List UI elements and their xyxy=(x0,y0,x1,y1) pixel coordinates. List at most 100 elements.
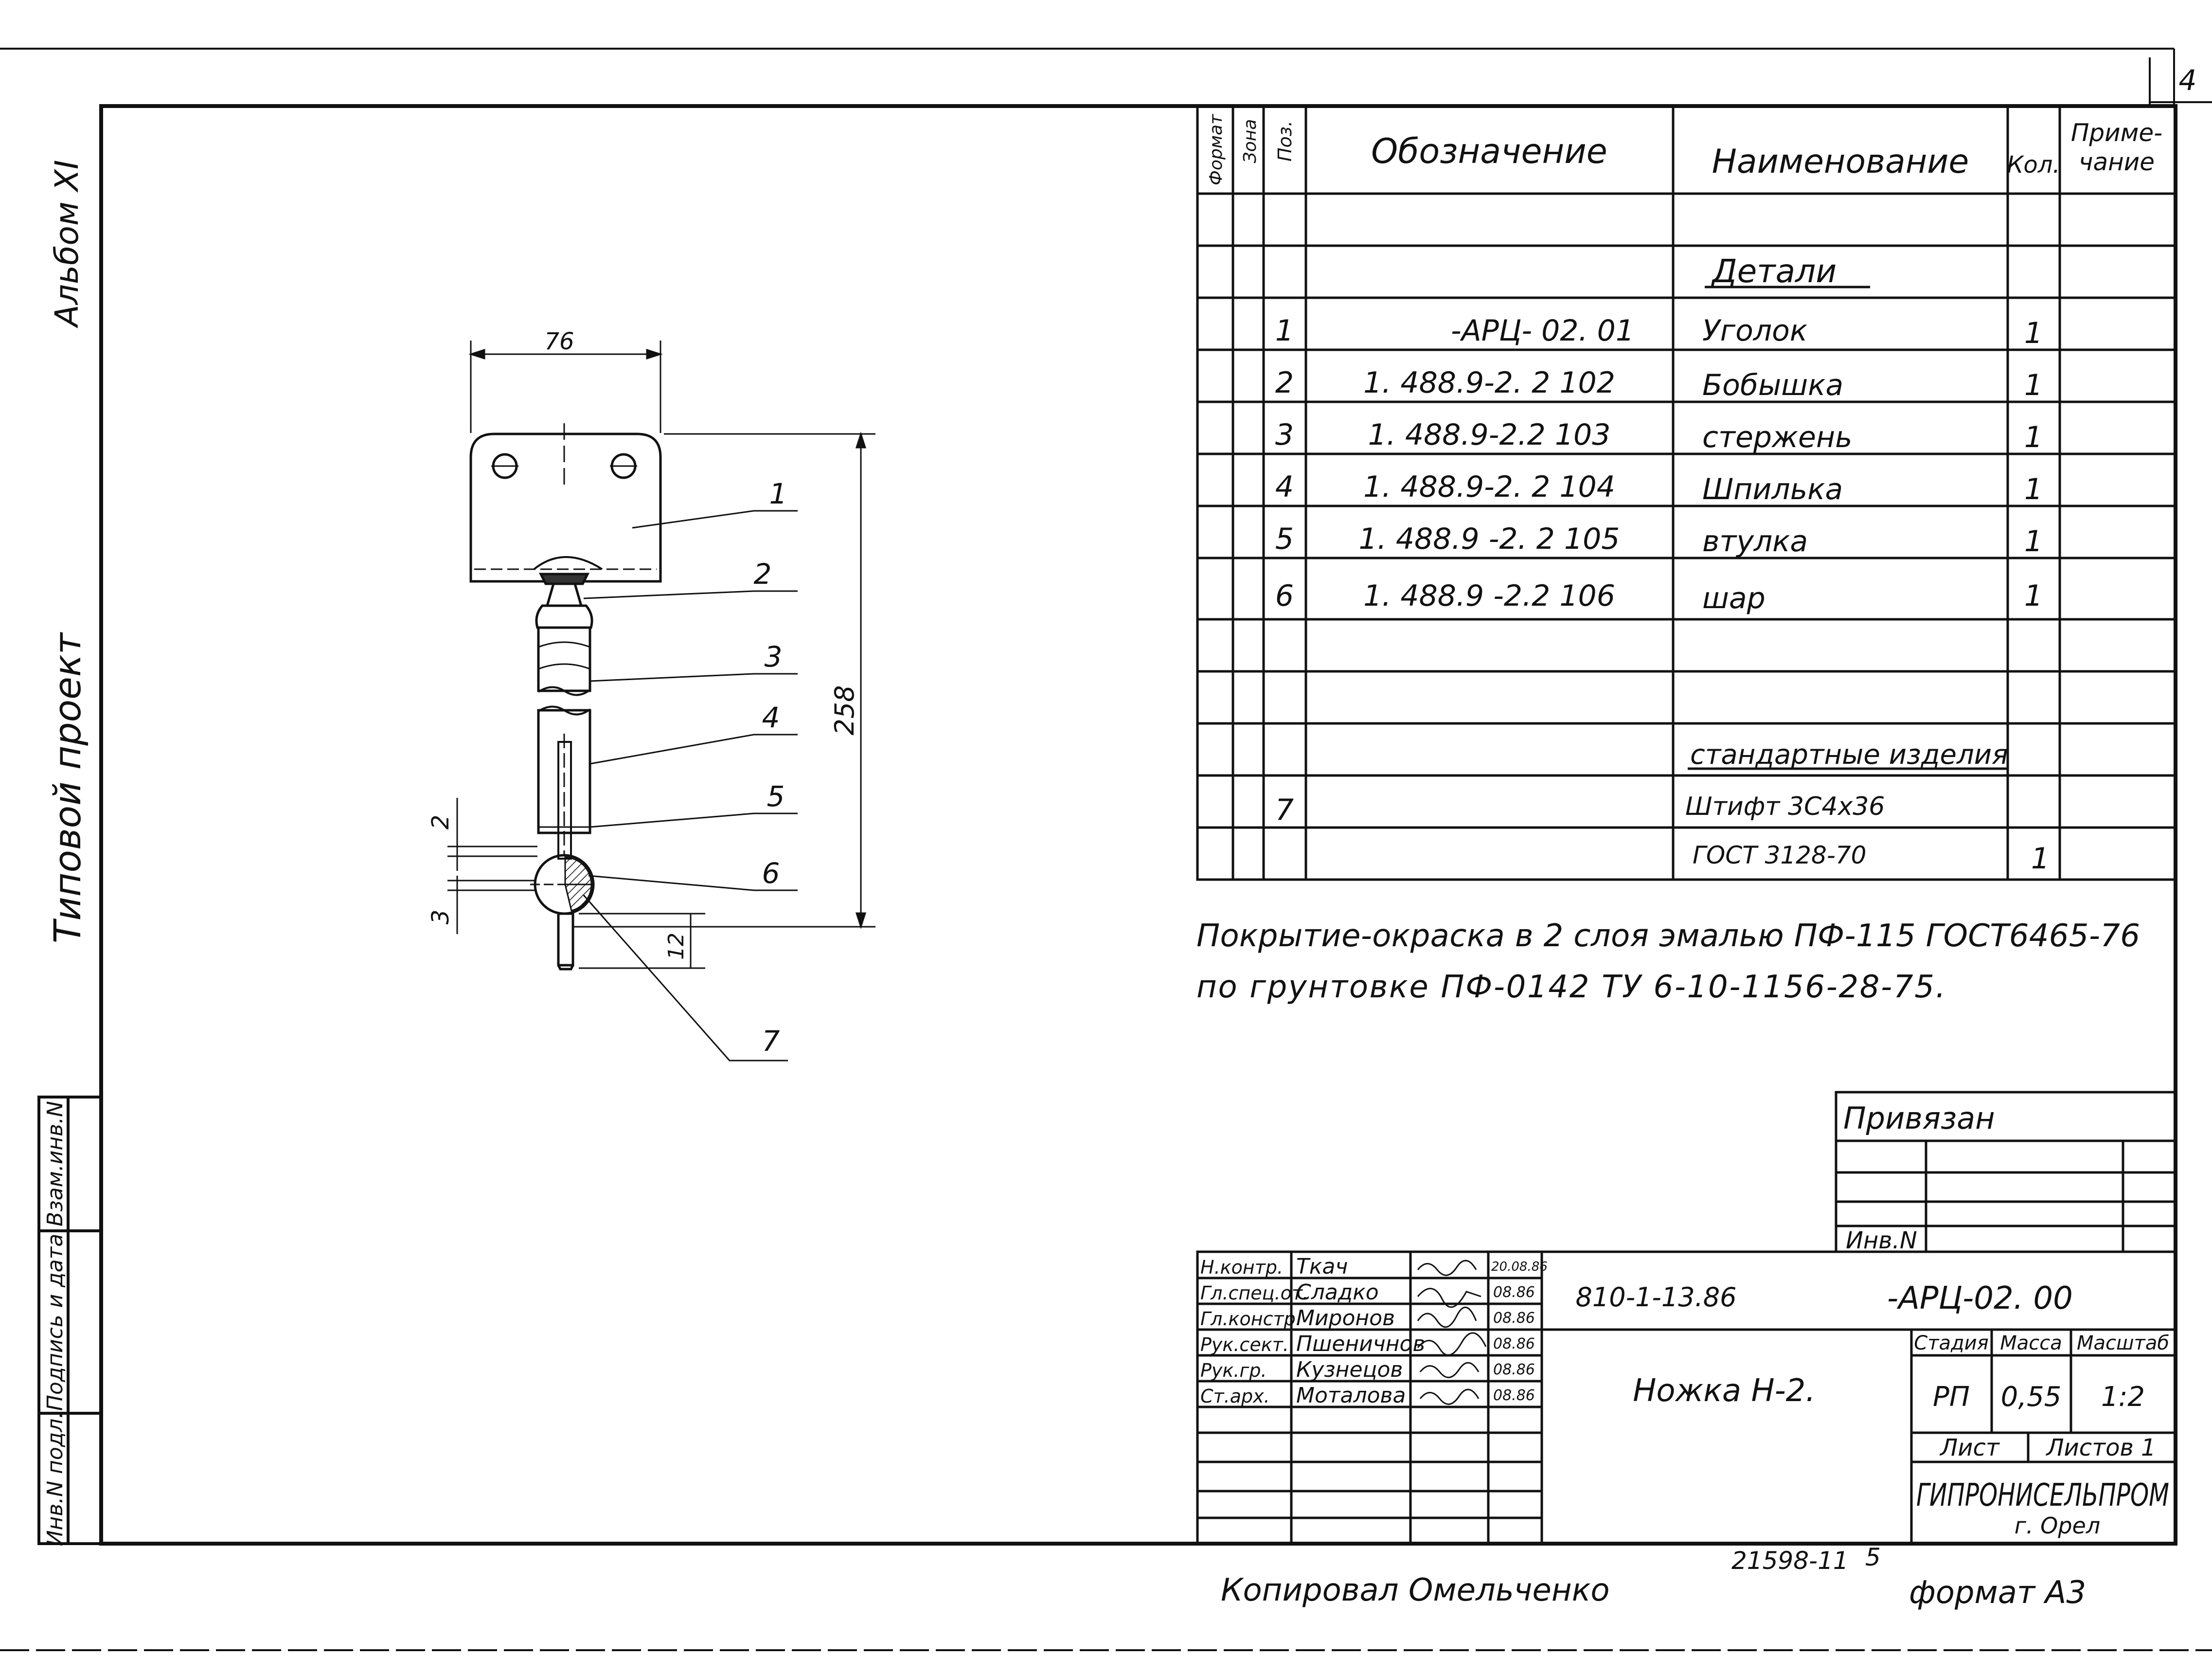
spec-row: 2 1. 488.9-2. 2 102 Бобышка 1 xyxy=(1275,366,2043,402)
std-row-name: Штифт 3С4х36 xyxy=(1685,792,1885,821)
leader-6: 6 xyxy=(762,857,780,890)
sheet-frame xyxy=(0,48,2212,1651)
privyazan-title: Привязан xyxy=(1843,1100,1995,1136)
staff-date: 08.86 xyxy=(1493,1387,1535,1404)
row-qty: 1 xyxy=(2024,472,2043,506)
row-designation: 1. 488.9-2. 2 104 xyxy=(1363,470,1615,504)
dim-gap: 2 xyxy=(427,815,454,830)
copied-by: Копировал Омельченко xyxy=(1221,1572,1610,1608)
format-label: формат А3 xyxy=(1909,1575,2086,1611)
row-pos: 3 xyxy=(1275,418,1294,452)
row-name: Уголок xyxy=(1702,314,1807,348)
row-qty: 1 xyxy=(2024,524,2043,558)
title-block-grid xyxy=(1196,1250,2177,1545)
item-name: Ножка Н-2. xyxy=(1633,1373,1815,1409)
inventory-sheet: 5 xyxy=(1865,1543,1881,1571)
staff-date: 08.86 xyxy=(1493,1284,1535,1301)
inventory-number: 21598-11 xyxy=(1731,1547,1849,1575)
leader-2: 2 xyxy=(754,558,772,591)
row-pos: 1 xyxy=(1275,314,1294,348)
stage-label: Стадия xyxy=(1914,1332,1988,1354)
org-name: ГИПРОНИСЕЛЬПРОМ xyxy=(1916,1477,2169,1513)
staff-name: Миронов xyxy=(1296,1306,1395,1331)
podpis-label: Подпись и дата xyxy=(43,1234,68,1411)
leader-4: 4 xyxy=(762,701,780,734)
row-qty: 1 xyxy=(2024,316,2043,350)
spec-rows: 1 -АРЦ- 02. 01 Уголок 1 2 1. 488.9-2. 2 … xyxy=(1275,314,2043,615)
org-city: г. Орел xyxy=(2015,1513,2101,1539)
spec-row: 1 -АРЦ- 02. 01 Уголок 1 xyxy=(1275,314,2043,350)
row-qty: 1 xyxy=(2024,368,2043,402)
staff-date: 08.86 xyxy=(1493,1335,1535,1352)
header-pos: Поз. xyxy=(1274,121,1296,162)
staff-role: Гл.констр. xyxy=(1200,1308,1302,1330)
spec-row: 3 1. 488.9-2.2 103 стержень 1 xyxy=(1275,418,2043,454)
row-pos: 2 xyxy=(1275,366,1294,400)
row-designation: 1. 488.9 -2.2 106 xyxy=(1363,579,1615,613)
doc-code: 810-1-13.86 xyxy=(1576,1282,1737,1313)
inv-podl-label: Инв.N подл. xyxy=(43,1412,68,1547)
row-name: шар xyxy=(1702,581,1766,615)
staff-name: Моталова xyxy=(1296,1383,1406,1408)
header-note-1: Приме- xyxy=(2071,119,2162,147)
row-name: стержень xyxy=(1702,420,1853,454)
spec-table-grid xyxy=(1196,105,2177,881)
section-parts: Детали xyxy=(1711,252,1837,290)
signatures xyxy=(1417,1260,1487,1405)
row-qty: 1 xyxy=(2024,420,2043,454)
staff-role: Рук.сект. xyxy=(1200,1334,1289,1355)
header-name: Наименование xyxy=(1712,143,1969,181)
row-designation: -АРЦ- 02. 01 xyxy=(1451,314,1634,348)
leader-5: 5 xyxy=(767,780,785,813)
staff-name: Пшеничнов xyxy=(1296,1332,1425,1356)
leader-1: 1 xyxy=(769,477,787,510)
header-designation: Обозначение xyxy=(1371,131,1607,171)
section-standard: стандартные изделия xyxy=(1690,739,2008,771)
left-stamp-column xyxy=(37,1096,103,1545)
staff-role: Ст.арх. xyxy=(1200,1386,1270,1407)
stage-value: РП xyxy=(1933,1381,1970,1413)
row-name: Бобышка xyxy=(1702,368,1843,402)
assembly-drawing xyxy=(469,423,662,971)
leader-3: 3 xyxy=(765,640,783,673)
header-zone: Зона xyxy=(1240,119,1260,163)
staff-name: Кузнецов xyxy=(1296,1357,1403,1382)
staff-rows: Н.контр. Ткач 20.08.86 Гл.спец.от. Сладк… xyxy=(1200,1254,1548,1408)
album-label: Альбом XI xyxy=(48,160,86,329)
mass-label: Масса xyxy=(2000,1332,2062,1354)
coating-note-line1: Покрытие-окраска в 2 слоя эмалью ПФ-115 … xyxy=(1196,918,2140,954)
vzam-label: Взам.инв.N xyxy=(43,1101,68,1226)
project-label: Типовой проект xyxy=(46,631,89,943)
dimension-lines xyxy=(447,341,875,969)
staff-date: 20.08.86 xyxy=(1491,1260,1548,1274)
staff-role: Гл.спец.от. xyxy=(1200,1282,1308,1304)
privyazan-inv: Инв.N xyxy=(1846,1227,1917,1254)
mass-value: 0,55 xyxy=(2001,1381,2062,1413)
dim-width-top: 76 xyxy=(544,328,574,355)
row-designation: 1. 488.9-2.2 103 xyxy=(1368,418,1611,452)
leader-7: 7 xyxy=(762,1025,780,1058)
header-format: Формат xyxy=(1206,114,1226,185)
header-note-2: чание xyxy=(2079,148,2155,176)
sheets-label: Листов 1 xyxy=(2045,1434,2156,1461)
row-name: Шпилька xyxy=(1702,472,1843,506)
coating-note-line2: по грунтовке ПФ-0142 ТУ 6-10-1156-28-75. xyxy=(1196,969,1945,1005)
spec-row: 6 1. 488.9 -2.2 106 шар 1 xyxy=(1275,579,2043,615)
row-pos: 4 xyxy=(1275,470,1294,504)
row-qty: 1 xyxy=(2024,579,2043,613)
staff-role: Н.контр. xyxy=(1200,1257,1283,1278)
staff-name: Ткач xyxy=(1296,1254,1348,1279)
sheet-number: 4 xyxy=(2179,64,2197,97)
staff-role: Рук.гр. xyxy=(1200,1360,1267,1381)
staff-date: 08.86 xyxy=(1493,1361,1535,1378)
row-name: втулка xyxy=(1702,524,1808,558)
leader-lines xyxy=(583,510,798,1062)
row-pos: 6 xyxy=(1275,579,1294,613)
dim-height: 258 xyxy=(829,685,860,735)
scale-value: 1:2 xyxy=(2101,1381,2145,1413)
sheet-label: Лист xyxy=(1939,1434,2000,1461)
staff-name: Сладко xyxy=(1296,1280,1379,1305)
scale-label: Масштаб xyxy=(2077,1332,2169,1354)
std-row-pos: 7 xyxy=(1275,793,1294,827)
